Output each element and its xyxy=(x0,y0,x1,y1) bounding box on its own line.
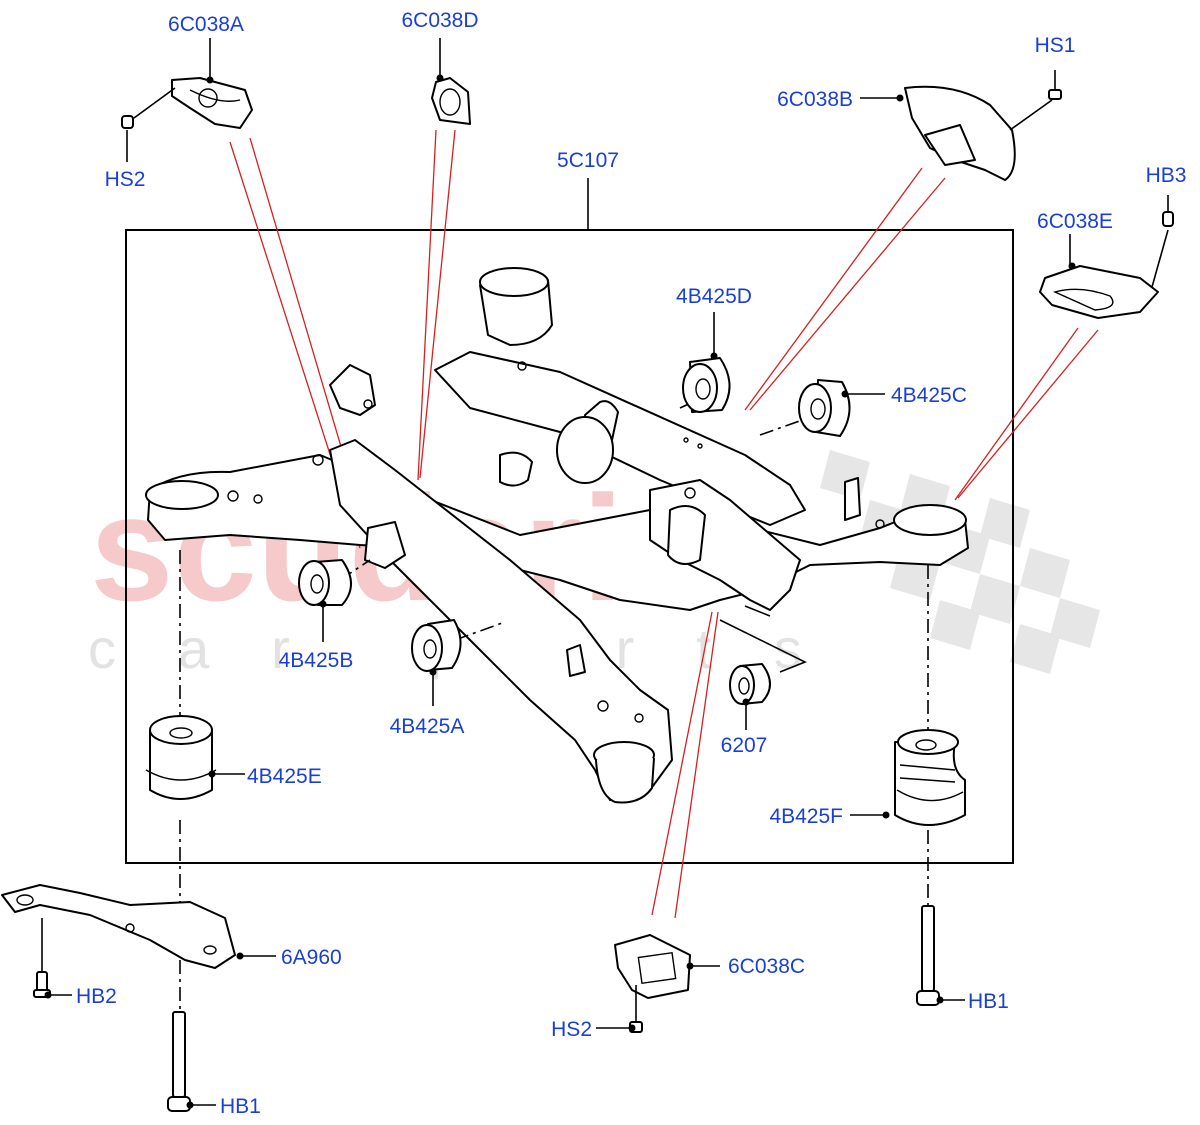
bracket-6a960 xyxy=(1,884,236,969)
part-labels: 5C107 6C038A 6C038D 6C038B 6C038E 6C038C… xyxy=(76,9,1186,1118)
bolt-hb2-icon xyxy=(33,918,51,998)
bracket-6c038c xyxy=(614,934,691,999)
bracket-6c038d xyxy=(431,77,471,125)
bush-4b425d xyxy=(682,357,731,413)
label-6c038b: 6C038B xyxy=(777,88,853,111)
label-4b425f: 4B425F xyxy=(769,805,843,828)
label-hs1: HS1 xyxy=(1035,34,1076,57)
label-hb3: HB3 xyxy=(1146,164,1187,187)
bush-4b425a xyxy=(411,619,462,672)
label-6c038e: 6C038E xyxy=(1037,210,1113,233)
bush-4b425e xyxy=(145,715,217,800)
label-6a960: 6A960 xyxy=(281,946,342,969)
label-5c107: 5C107 xyxy=(557,149,619,172)
assembly-lines xyxy=(179,394,929,1015)
bolt-hs1-icon xyxy=(1009,70,1062,131)
label-4b425b: 4B425B xyxy=(279,649,354,672)
label-hb1-left: HB1 xyxy=(220,1095,261,1118)
bush-4b425c xyxy=(798,379,851,437)
label-leaders xyxy=(44,38,1076,1109)
label-6c038a: 6C038A xyxy=(168,13,244,36)
label-6c038d: 6C038D xyxy=(401,9,478,32)
label-6207: 6207 xyxy=(721,734,768,757)
red-leaders xyxy=(229,129,1099,919)
bush-4b425b xyxy=(298,559,352,606)
label-hs2-bottom: HS2 xyxy=(551,1018,592,1041)
label-hb1-right: HB1 xyxy=(968,990,1009,1013)
label-hb2: HB2 xyxy=(76,985,117,1008)
bracket-6c038b xyxy=(904,85,1016,181)
frame-box xyxy=(125,229,1014,864)
bolt-hs2-top-icon xyxy=(121,87,176,162)
label-4b425c: 4B425C xyxy=(891,384,967,407)
mount-6207 xyxy=(729,663,771,705)
label-4b425a: 4B425A xyxy=(390,715,465,738)
bush-4b425f xyxy=(894,729,966,826)
label-4b425d: 4B425D xyxy=(676,285,752,308)
label-hs2-top: HS2 xyxy=(105,168,146,191)
bracket-6c038a xyxy=(171,77,253,129)
bolt-hb1-right-icon xyxy=(916,905,940,1006)
bracket-6c038e xyxy=(1039,265,1159,319)
rear-subframe xyxy=(145,267,969,804)
bolt-hb1-left-icon xyxy=(167,1011,191,1112)
label-4b425e: 4B425E xyxy=(247,765,322,788)
bolt-hb3-icon xyxy=(1151,195,1174,288)
label-6c038c: 6C038C xyxy=(728,955,805,978)
